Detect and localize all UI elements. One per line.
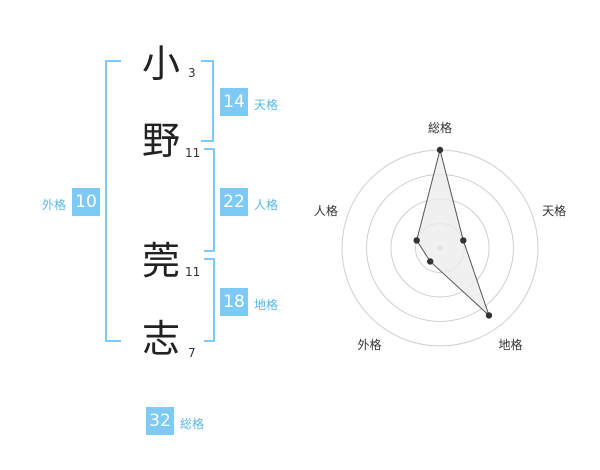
- jinkaku-bracket: [204, 148, 215, 252]
- radar-point-3: [485, 312, 493, 319]
- tenkaku-label: 天格: [254, 98, 279, 112]
- jinkaku-label: 人格: [254, 198, 279, 212]
- name-char-4: 志: [142, 317, 181, 361]
- radar-axis-label-1: 総格: [428, 120, 452, 135]
- radar-axis-label-4: 外格: [357, 337, 381, 352]
- tenkaku-value-badge: 14: [220, 88, 248, 116]
- stroke-count-2: 11: [185, 146, 201, 160]
- soukaku-value-badge: 32: [146, 407, 174, 435]
- gaikaku-label: 外格: [42, 198, 67, 212]
- chikaku-value-badge: 18: [220, 288, 248, 316]
- jinkaku-value-badge: 22: [220, 188, 248, 216]
- radar-axis-label-3: 地格: [499, 337, 523, 352]
- radar-axis-label-2: 天格: [542, 203, 566, 218]
- radar-axis-label-5: 人格: [314, 203, 338, 218]
- radar-point-1: [436, 146, 444, 154]
- soukaku-label: 総格: [180, 417, 205, 431]
- radar-point-2: [460, 237, 467, 244]
- name-char-2: 野: [142, 119, 181, 163]
- stroke-count-3: 11: [185, 265, 201, 279]
- radar-point-5: [413, 237, 420, 244]
- tenkaku-bracket: [201, 60, 214, 142]
- name-char-3: 莞: [142, 239, 181, 283]
- radar-point-4: [427, 258, 434, 265]
- stroke-count-1: 3: [188, 66, 196, 80]
- stroke-count-4: 7: [188, 346, 196, 360]
- radar-series-polygon: [416, 149, 490, 316]
- name-char-1: 小: [142, 42, 181, 86]
- gaikaku-bracket: [105, 60, 121, 342]
- chikaku-label: 地格: [254, 298, 279, 312]
- chikaku-bracket: [204, 258, 215, 342]
- gaikaku-value-badge: 10: [72, 188, 100, 216]
